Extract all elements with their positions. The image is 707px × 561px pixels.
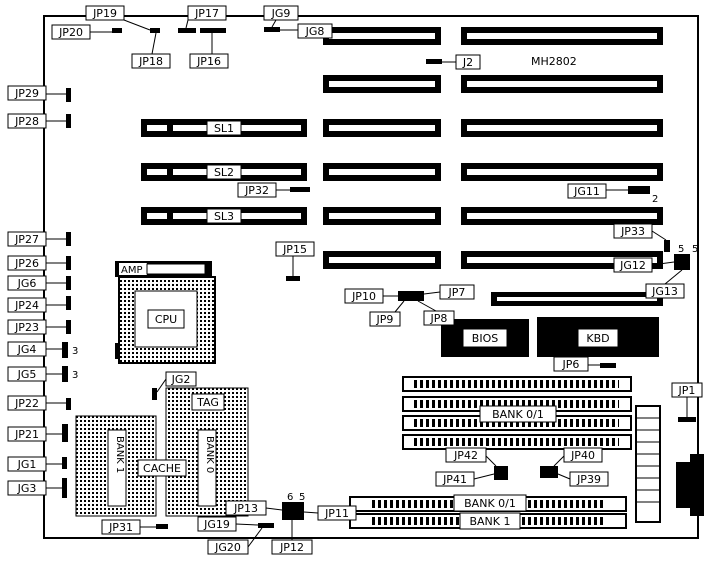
- bank1-label: BANK 1: [114, 436, 125, 473]
- pin-number: 5: [678, 244, 684, 255]
- cache-label: CACHE: [143, 462, 181, 475]
- vl-slots: SL1 SL2 SL3: [141, 119, 307, 225]
- jumper-label: JG20: [214, 541, 241, 554]
- slot-label-sl3: SL3: [214, 210, 234, 223]
- jumper-label: J2: [462, 56, 473, 69]
- jumper-label: JG19: [203, 518, 230, 531]
- cpu-socket: AMP CPU: [115, 261, 216, 364]
- jumper-label: JP27: [14, 233, 39, 246]
- tag-label: TAG: [196, 396, 219, 409]
- simm-bank: BANK 0/1: [402, 376, 632, 450]
- leader-lines: [46, 19, 688, 548]
- jumper-label-texts: JP19 JP17 JG9 JP20 JG8 JP18 JP16 J2 JP29…: [14, 7, 695, 554]
- jumper-label: JP28: [14, 115, 39, 128]
- jumper-label: JP32: [244, 184, 269, 197]
- pin-number: 5: [299, 492, 305, 503]
- jumper-label: JP39: [576, 473, 601, 486]
- model-name: MH2802: [531, 55, 577, 68]
- bios-label: BIOS: [472, 332, 498, 345]
- amp-label: AMP: [121, 265, 143, 276]
- slot-label-sl1: SL1: [214, 122, 234, 135]
- kbd-label: KBD: [586, 332, 609, 345]
- bank0-label: BANK 0: [204, 436, 215, 473]
- jumper-label: JP7: [448, 286, 466, 299]
- jumper-label: JP9: [376, 313, 394, 326]
- jumper-label: JG5: [17, 368, 37, 381]
- jumper-label: JP8: [430, 312, 448, 325]
- jumper-label: JP17: [194, 7, 219, 20]
- jumper-label: JG1: [17, 458, 37, 471]
- pin-number: 3: [72, 370, 78, 381]
- jumper-label: JP20: [58, 26, 83, 39]
- dimm-banks: BANK 0/1 BANK 1: [349, 494, 627, 530]
- jumper-label: JP33: [620, 225, 645, 238]
- jumper-label: JG6: [17, 277, 37, 290]
- jumper-label: JP11: [324, 507, 349, 520]
- slot-label-sl2: SL2: [214, 166, 234, 179]
- jumper-label: JP15: [282, 243, 307, 256]
- cache-block: BANK 1 BANK 0 CACHE TAG: [75, 387, 249, 517]
- jumper-label: JP13: [233, 502, 258, 515]
- jumper-label: JP22: [14, 397, 39, 410]
- jumper-label: JG13: [651, 285, 678, 298]
- jumper-label: JP42: [453, 449, 478, 462]
- pin-number: 5: [692, 244, 698, 255]
- jumper-label: JP18: [138, 55, 163, 68]
- jumper-label: JG3: [17, 482, 37, 495]
- jumper-label: JP12: [279, 541, 304, 554]
- jumper-label: JG2: [171, 373, 191, 386]
- jumper-label: JP41: [442, 473, 467, 486]
- jumper-headers: [62, 27, 696, 529]
- jumper-label: JG11: [573, 185, 600, 198]
- jumper-label: JP6: [562, 358, 580, 371]
- power-connector: [635, 405, 661, 523]
- cpu-label: CPU: [155, 313, 177, 326]
- dimm-bank1-label: BANK 1: [469, 515, 510, 528]
- isa-slots: [323, 27, 663, 269]
- simm-bank-label: BANK 0/1: [492, 408, 544, 421]
- jumper-label: JP1: [678, 384, 696, 397]
- jumper-label: JP21: [14, 428, 39, 441]
- jumper-label: JP24: [14, 299, 39, 312]
- jumper-label: JP19: [92, 7, 117, 20]
- pin-number: 2: [652, 194, 658, 205]
- jumper-label: JP31: [108, 521, 133, 534]
- jumper-label: JP10: [351, 290, 376, 303]
- jumper-label: JG4: [17, 343, 37, 356]
- dimm-bank01-label: BANK 0/1: [464, 497, 516, 510]
- pin-number: 6: [287, 492, 293, 503]
- jumper-label: JP29: [14, 87, 39, 100]
- jumper-label: JP23: [14, 321, 39, 334]
- jumper-label: JP40: [570, 449, 595, 462]
- pin-number: 3: [72, 346, 78, 357]
- jumper-label: JG9: [271, 7, 291, 20]
- jumper-label: JG12: [619, 259, 646, 272]
- jumper-label: JP26: [14, 257, 39, 270]
- jumper-label: JG8: [305, 25, 325, 38]
- jumper-label: JP16: [196, 55, 221, 68]
